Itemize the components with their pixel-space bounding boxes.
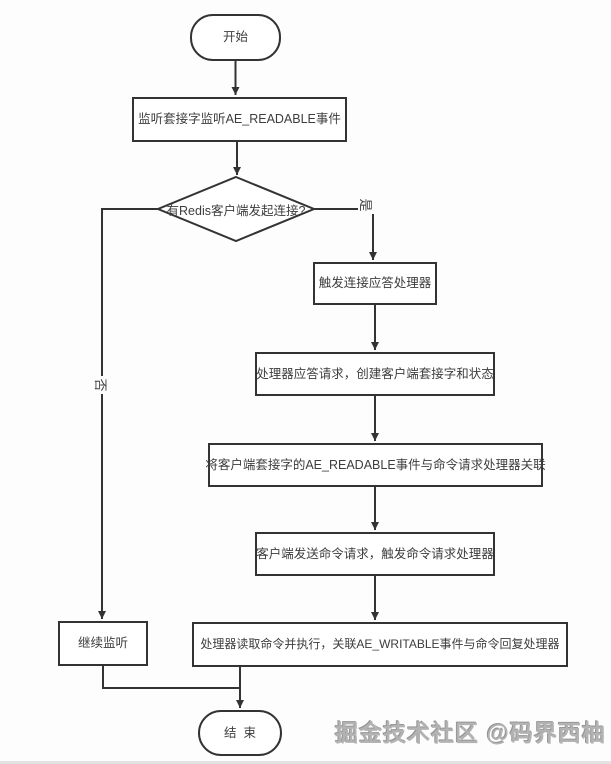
process-listen-socket: 监听套接字监听AE_READABLE事件 [132, 97, 347, 142]
edge-label-yes: 是 [358, 196, 376, 214]
connector-continue-to-merge [102, 666, 240, 689]
process-reply-create-socket: 处理器应答请求，创建客户端套接字和状态 [255, 352, 495, 396]
end-terminal: 结束 [198, 710, 282, 756]
connector-no-branch [98, 208, 158, 619]
process-execute-and-reply: 处理器读取命令并执行，关联AE_WRITABLE事件与命令回复处理器 [192, 622, 568, 667]
process-continue-listening: 继续监听 [58, 621, 148, 666]
bottom-edge-divider [0, 761, 611, 764]
process-associate-readable: 将客户端套接字的AE_READABLE事件与命令请求处理器关联 [205, 443, 546, 487]
start-terminal: 开始 [190, 14, 281, 61]
process-connection-handler: 触发连接应答处理器 [313, 262, 437, 305]
process-send-command: 客户端发送命令请求，触发命令请求处理器 [255, 532, 495, 576]
connector-yes-branch [314, 208, 377, 260]
decision-client-connect-label: 有Redis客户端发起连接? [166, 203, 306, 218]
watermark-text: 掘金技术社区 @码界西柚 [335, 720, 606, 746]
edge-label-no: 否 [93, 376, 111, 394]
decision-diamond-shape [155, 175, 317, 243]
